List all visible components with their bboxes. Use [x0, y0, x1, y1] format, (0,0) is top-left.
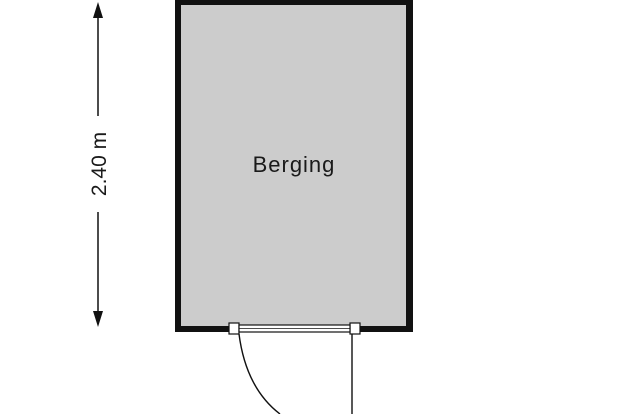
wall-bottom-right [358, 326, 413, 332]
wall-bottom-left [175, 326, 231, 332]
arrow-down-icon [93, 311, 103, 327]
dimension-label: 2.40 m [88, 132, 111, 196]
arrow-up-icon [93, 2, 103, 18]
wall-right [406, 0, 413, 332]
door-frame [228, 322, 361, 335]
room-label: Berging [253, 152, 336, 177]
room-floor [180, 4, 408, 328]
door-swing-arc [238, 333, 281, 414]
wall-left [175, 0, 181, 332]
wall-top [175, 0, 413, 5]
room-walls [175, 0, 413, 332]
door-jamb-right [349, 322, 361, 335]
door-jamb-left [228, 322, 240, 335]
dimension-line [93, 2, 103, 327]
